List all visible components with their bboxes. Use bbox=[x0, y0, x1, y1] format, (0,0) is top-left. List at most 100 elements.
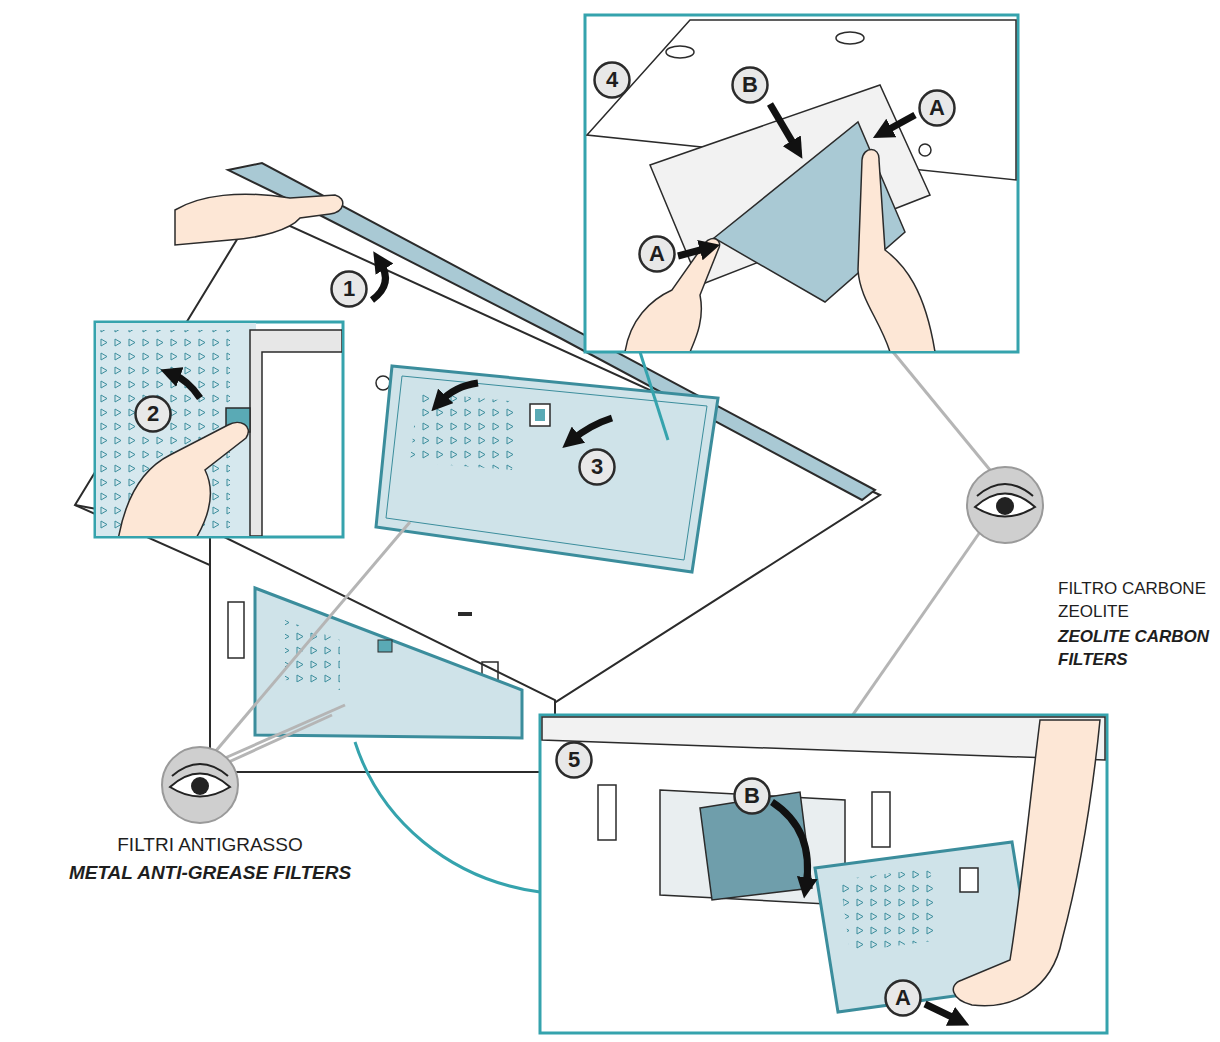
callout-circle: 3 bbox=[578, 448, 616, 486]
detail-panel bbox=[585, 15, 1018, 352]
hood-body bbox=[458, 612, 472, 616]
filter-label: FILTRO CARBONE ZEOLITE bbox=[1058, 578, 1214, 624]
leader-line bbox=[225, 705, 345, 758]
detail-panel bbox=[587, 20, 1016, 351]
grease-filter bbox=[530, 404, 550, 426]
callout-circle-outline bbox=[332, 272, 367, 307]
detail-line bbox=[640, 352, 668, 440]
callout-circle-outline bbox=[557, 743, 592, 778]
callout-circle: 1 bbox=[330, 270, 368, 308]
front-grease-filter bbox=[285, 620, 340, 690]
hood-body bbox=[210, 530, 555, 772]
action-arrow bbox=[440, 383, 478, 402]
callout-text: B bbox=[744, 785, 760, 807]
callout-text: A bbox=[895, 987, 911, 1009]
callout-label: 5 bbox=[568, 749, 580, 771]
callout-text: 5 bbox=[568, 749, 580, 771]
callout-circle: 5 bbox=[555, 741, 593, 779]
callout-circle: A bbox=[638, 235, 676, 273]
filter-label: ZEOLITE CARBON FILTERS bbox=[1058, 626, 1214, 672]
detail-panel bbox=[836, 32, 864, 44]
callout-label: 4 bbox=[606, 69, 618, 91]
hand bbox=[175, 194, 343, 245]
callout-label: B bbox=[744, 785, 760, 807]
leader-line bbox=[222, 715, 332, 765]
filter-name: ZEOLITE CARBON FILTERS bbox=[1058, 627, 1209, 669]
callout-circle: 4 bbox=[593, 61, 631, 99]
detail-panel bbox=[925, 1004, 958, 1020]
callout-label: 1 bbox=[343, 278, 355, 300]
detail-panel bbox=[598, 785, 616, 840]
eye-icon bbox=[967, 467, 1043, 543]
grease-filter bbox=[376, 366, 718, 572]
eye-icon bbox=[170, 774, 230, 797]
detail-panel bbox=[95, 322, 343, 540]
detail-panel bbox=[96, 323, 342, 536]
detail-panel bbox=[840, 868, 940, 952]
callout-circle-outline bbox=[136, 397, 171, 432]
detail-panel bbox=[953, 720, 1100, 1006]
callout-circle: B bbox=[731, 66, 769, 104]
detail-panel bbox=[585, 15, 1018, 352]
front-grease-filter bbox=[255, 588, 522, 738]
filter-label: FILTRI ANTIGRASSO bbox=[40, 832, 380, 858]
action-arrow bbox=[372, 262, 385, 300]
filter-name: FILTRO CARBONE ZEOLITE bbox=[1058, 579, 1206, 621]
callout-label: A bbox=[649, 243, 665, 265]
callout-text: A bbox=[649, 243, 665, 265]
detail-panel bbox=[540, 715, 1107, 1033]
callout-text: 2 bbox=[147, 403, 159, 425]
filter-label: METAL ANTI-GREASE FILTERS bbox=[40, 860, 380, 886]
eye-icon bbox=[172, 764, 228, 776]
detail-panel bbox=[872, 792, 890, 847]
detail-panel bbox=[772, 802, 808, 886]
grease-filter bbox=[410, 392, 520, 470]
eye-icon bbox=[162, 747, 238, 823]
callout-circle-outline bbox=[640, 237, 675, 272]
leader-line bbox=[215, 522, 410, 752]
eye-icon bbox=[996, 497, 1014, 515]
callout-text: 3 bbox=[591, 456, 603, 478]
eye-icon bbox=[975, 494, 1035, 517]
detail-panel bbox=[772, 802, 958, 1020]
callout-label: B bbox=[742, 74, 758, 96]
eye-icon bbox=[162, 747, 238, 823]
callout-circle-outline bbox=[595, 63, 630, 98]
callout-label: 2 bbox=[147, 403, 159, 425]
callout-circle-outline bbox=[580, 450, 615, 485]
detail-panel bbox=[678, 104, 915, 256]
detail-panel bbox=[172, 374, 200, 398]
action-arrow bbox=[572, 418, 612, 440]
detail-panel bbox=[960, 868, 978, 892]
hood-body bbox=[376, 376, 390, 390]
detail-panel bbox=[884, 115, 915, 132]
callout-circle: A bbox=[884, 979, 922, 1017]
front-grease-filter bbox=[378, 640, 392, 652]
callout-text: A bbox=[929, 97, 945, 119]
callout-label: A bbox=[895, 987, 911, 1009]
eye-icon bbox=[191, 777, 209, 795]
detail-panel bbox=[919, 144, 931, 156]
callout-label: 3 bbox=[591, 456, 603, 478]
detail-panel bbox=[770, 104, 796, 148]
detail-panel bbox=[118, 422, 248, 536]
detail-panel bbox=[678, 248, 708, 256]
callout-text: B bbox=[742, 74, 758, 96]
detail-panel bbox=[542, 717, 1105, 1020]
action-arrow bbox=[372, 262, 612, 440]
callout-circle-outline bbox=[920, 91, 955, 126]
eye-icon bbox=[977, 484, 1033, 496]
front-grease-filter bbox=[255, 588, 522, 738]
callout-circle-outline bbox=[733, 68, 768, 103]
detail-panel bbox=[666, 46, 694, 58]
callout-label: A bbox=[929, 97, 945, 119]
grease-filter bbox=[376, 366, 718, 572]
eye-icon bbox=[967, 467, 1043, 543]
detail-panel bbox=[542, 717, 1105, 760]
detail-panel bbox=[858, 150, 935, 352]
callout-circle: B bbox=[733, 777, 771, 815]
detail-panel bbox=[250, 330, 342, 536]
hand bbox=[175, 194, 343, 245]
